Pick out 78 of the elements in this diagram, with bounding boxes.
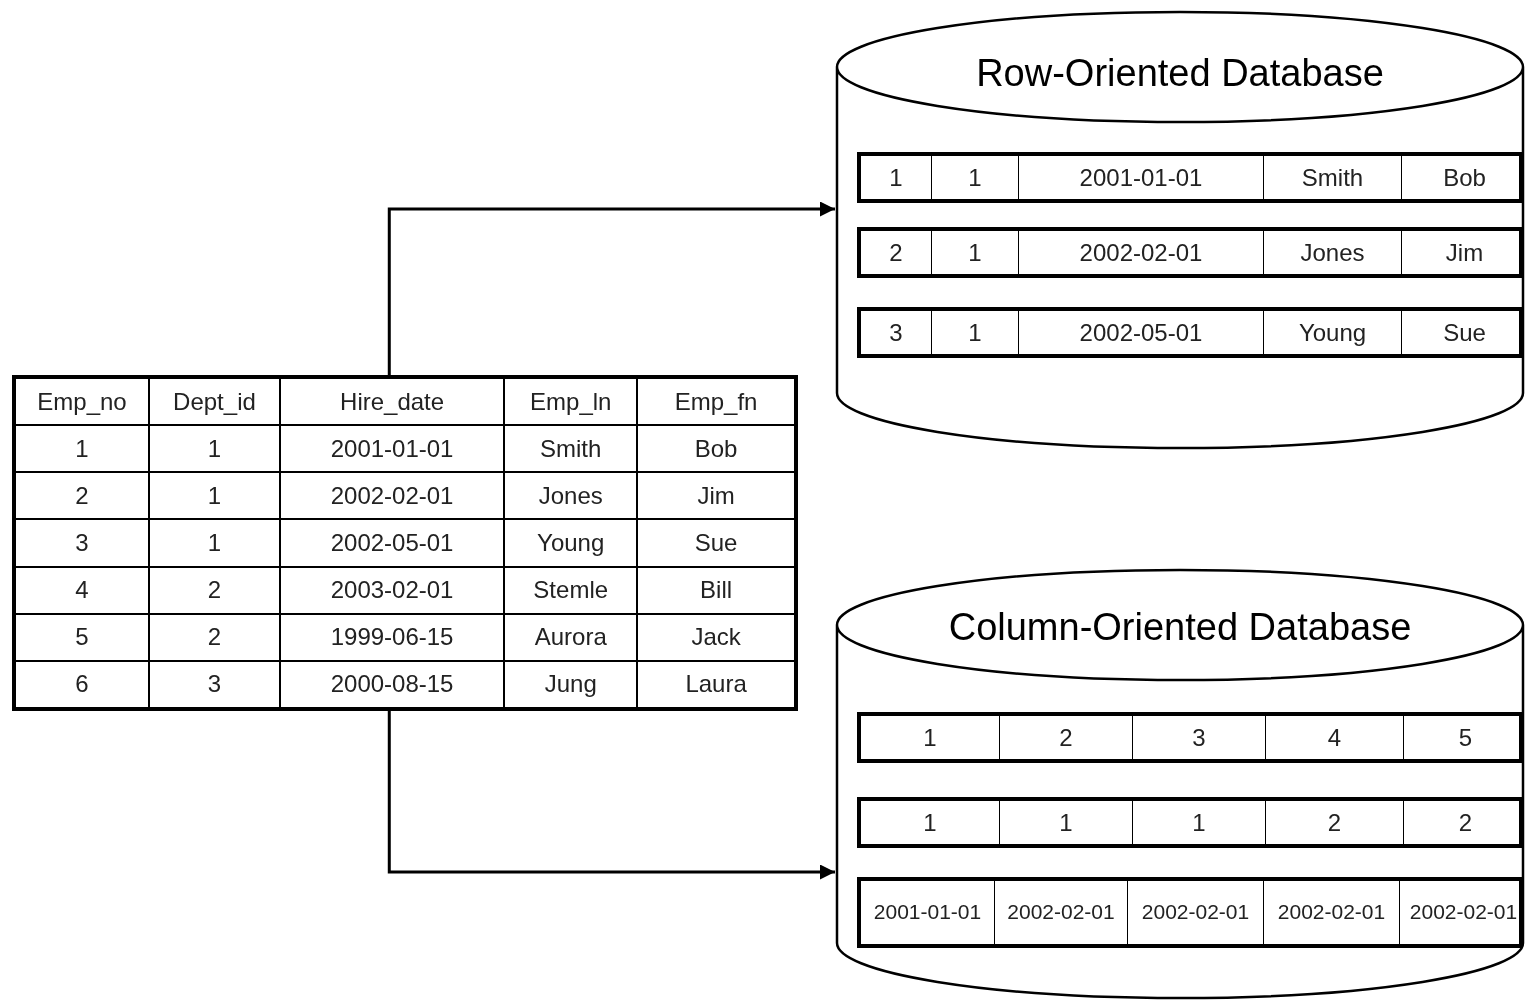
table-cell: 2000-08-15 [279,660,505,708]
table-cell: Bob [637,425,795,473]
record-cell-text: 2001-01-01 [872,899,983,926]
record-cell: 4 [1265,716,1403,759]
record-row [857,307,1523,358]
record-cell: 5 [1403,716,1527,759]
record-cell-text: 3 [888,317,904,348]
record-cell: Smith [1263,156,1401,199]
table-cell: 1 [15,425,149,473]
table-cell: Sue [637,519,795,567]
table-cell: Laura [637,660,795,708]
record-cell-text: 1 [888,162,904,193]
record-cell: 2 [1403,801,1527,844]
column-header: Emp_fn [637,378,795,426]
table-cell: 6 [15,660,149,708]
table-cell: 1999-06-15 [279,613,505,661]
database-cylinder [835,10,1525,450]
record-cell: 2002-02-01 [1127,881,1263,944]
table-cell: 5 [15,613,149,661]
table-cell: Jung [504,660,638,708]
record-row [857,877,1523,948]
column-header: Dept_id [148,378,280,426]
record-cell: 2 [1265,801,1403,844]
record-cell: 1 [931,156,1018,199]
table-cell: Smith [504,425,638,473]
table-cell: Jones [504,472,638,520]
record-cell: 3 [1132,716,1265,759]
table-cell: 1 [148,519,280,567]
record-cell: 1 [999,801,1132,844]
database-cylinder [835,568,1525,1000]
table-cell: 3 [148,660,280,708]
table-cell: 2 [148,566,280,614]
record-cell: 2002-05-01 [1018,311,1263,354]
data-table [12,375,798,711]
record-cell: Jones [1263,231,1401,274]
table-cell: 2 [15,472,149,520]
record-cell: 1 [1132,801,1265,844]
record-cell-text: 1 [922,807,938,838]
table-cell: Stemle [504,566,638,614]
record-cell: 2002-02-01 [994,881,1127,944]
table-cell: Young [504,519,638,567]
table-cell: 2002-02-01 [279,472,505,520]
column-header: Hire_date [279,378,505,426]
table-cell: Aurora [504,613,638,661]
table-cell: 2001-01-01 [279,425,505,473]
table-cell: Jack [637,613,795,661]
record-cell: Sue [1401,311,1527,354]
table-cell: 2002-05-01 [279,519,505,567]
record-cell: 2 [999,716,1132,759]
record-cell: 1 [931,311,1018,354]
column-header: Emp_no [15,378,149,426]
record-row [857,712,1523,763]
record-cell: 2002-02-01 [1263,881,1399,944]
column-header: Emp_ln [504,378,638,426]
record-cell: 2002-02-01 [1018,231,1263,274]
record-cell: Bob [1401,156,1527,199]
record-row [857,797,1523,848]
record-cell: 1 [931,231,1018,274]
record-cell: 2001-01-01 [1018,156,1263,199]
record-cell-text: 1 [922,722,938,753]
record-cell-text: 2 [888,237,904,268]
table-cell: Bill [637,566,795,614]
table-cell: 4 [15,566,149,614]
table-cell: 2003-02-01 [279,566,505,614]
table-cell: 1 [148,425,280,473]
record-cell: Young [1263,311,1401,354]
table-cell: Jim [637,472,795,520]
record-cell: Jim [1401,231,1527,274]
table-cell: 1 [148,472,280,520]
record-row [857,227,1523,278]
database-title: Column-Oriented Database [948,606,1412,649]
arrow [387,201,835,375]
table-cell: 3 [15,519,149,567]
record-row [857,152,1523,203]
record-cell: 2002-02-01 [1399,881,1527,944]
table-cell: 2 [148,613,280,661]
database-title: Row-Oriented Database [976,52,1384,95]
arrow [387,711,835,880]
